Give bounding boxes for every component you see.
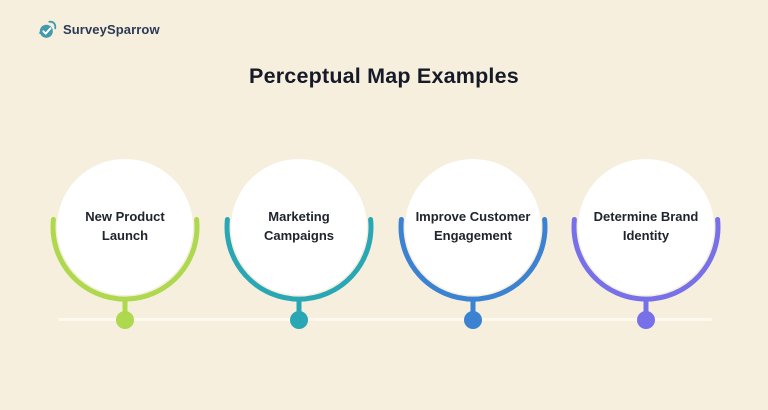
example-item-new-product-launch: New Product Launch bbox=[50, 150, 200, 336]
arc-stem-marker bbox=[224, 217, 374, 329]
example-circle bbox=[57, 159, 193, 295]
page-title: Perceptual Map Examples bbox=[249, 64, 519, 88]
example-label: New Product Launch bbox=[85, 209, 165, 243]
example-label: Improve Customer Engagement bbox=[415, 209, 531, 243]
surveysparrow-bird-icon bbox=[38, 20, 57, 38]
example-item-improve-customer-engagement: Improve Customer Engagement bbox=[398, 150, 548, 336]
brand-logo: SurveySparrow bbox=[38, 20, 160, 39]
arc-stem-marker bbox=[398, 217, 548, 329]
example-circle bbox=[231, 159, 367, 295]
arc-stem-marker bbox=[571, 217, 721, 329]
example-item-determine-brand-identity: Determine Brand Identity bbox=[571, 150, 721, 336]
example-circle bbox=[578, 159, 714, 295]
example-item-marketing-campaigns: Marketing Campaigns bbox=[224, 150, 374, 336]
example-label: Determine Brand Identity bbox=[593, 209, 699, 243]
example-label: Marketing Campaigns bbox=[263, 209, 335, 243]
brand-name: SurveySparrow bbox=[63, 22, 160, 37]
timeline-baseline bbox=[58, 318, 712, 321]
example-circle bbox=[405, 159, 541, 295]
arc-stem-marker bbox=[50, 217, 200, 329]
